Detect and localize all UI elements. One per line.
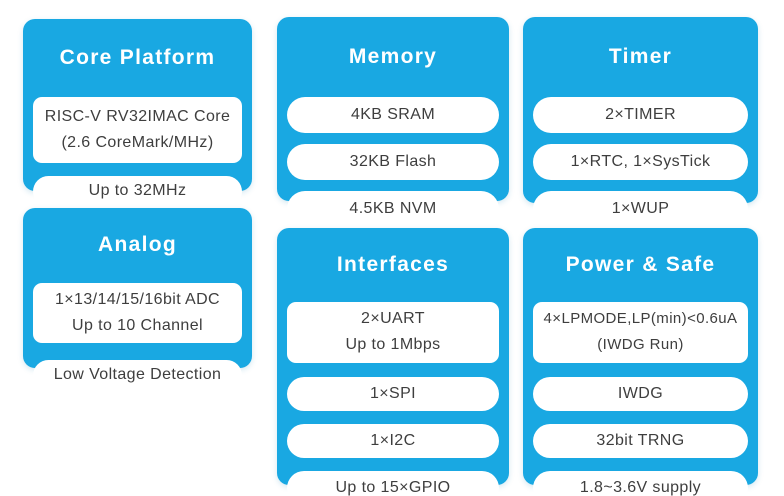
core-spec-line1: RISC-V RV32IMAC Core <box>44 107 231 125</box>
supply-label: 1.8~3.6V supply <box>579 478 702 496</box>
gpio-pill: Up to 15×GPIO <box>287 470 499 496</box>
block-power-safe: Power & Safe 4×LPMODE,LP(min)<0.6uA (IWD… <box>523 228 758 496</box>
nvm-label: 4.5KB NVM <box>349 199 437 217</box>
block-analog: Analog 1×13/14/15/16bit ADC Up to 10 Cha… <box>23 208 252 391</box>
power-safe-title: Power & Safe <box>565 252 716 276</box>
block-interfaces: Interfaces 2×UART Up to 1Mbps 1×SPI 1×I2… <box>277 228 509 496</box>
core-spec-box: RISC-V RV32IMAC Core (2.6 CoreMark/MHz) <box>33 96 242 163</box>
lvd-label: Low Voltage Detection <box>53 366 222 384</box>
spi-label: 1×SPI <box>369 384 417 402</box>
i2c-label: 1×I2C <box>370 431 416 449</box>
wup-pill: 1×WUP <box>533 190 748 227</box>
iwdg-pill: IWDG <box>533 376 748 411</box>
iwdg-label: IWDG <box>617 384 664 402</box>
trng-pill: 32bit TRNG <box>533 423 748 458</box>
gpio-label: Up to 15×GPIO <box>335 478 451 496</box>
i2c-pill: 1×I2C <box>287 423 499 458</box>
uart-box: 2×UART Up to 1Mbps <box>287 301 499 363</box>
adc-spec-line1: 1×13/14/15/16bit ADC <box>54 290 220 308</box>
max-frequency-label: Up to 32MHz <box>88 182 187 200</box>
block-memory: Memory 4KB SRAM 32KB Flash 4.5KB NVM <box>277 17 509 227</box>
supply-pill: 1.8~3.6V supply <box>533 470 748 496</box>
uart-line1: 2×UART <box>361 310 425 328</box>
block-timer: Timer 2×TIMER 1×RTC, 1×SysTick 1×WUP <box>523 17 758 227</box>
timer-title: Timer <box>608 44 673 68</box>
adc-spec-box: 1×13/14/15/16bit ADC Up to 10 Channel <box>33 282 242 343</box>
lpmode-box: 4×LPMODE,LP(min)<0.6uA (IWDG Run) <box>533 301 748 363</box>
block-core-platform: Core Platform RISC-V RV32IMAC Core (2.6 … <box>23 19 252 207</box>
rtc-systick-label: 1×RTC, 1×SysTick <box>570 152 711 170</box>
flash-label: 32KB Flash <box>349 152 437 170</box>
adc-spec-line2: Up to 10 Channel <box>72 316 203 334</box>
lpmode-line1: 4×LPMODE,LP(min)<0.6uA <box>543 310 738 328</box>
flash-pill: 32KB Flash <box>287 143 499 180</box>
sram-pill: 4KB SRAM <box>287 96 499 133</box>
timer-count-pill: 2×TIMER <box>533 96 748 133</box>
core-platform-title: Core Platform <box>59 45 216 69</box>
interfaces-title: Interfaces <box>336 252 450 276</box>
analog-title: Analog <box>98 233 177 257</box>
core-spec-line2: (2.6 CoreMark/MHz) <box>61 133 214 151</box>
memory-title: Memory <box>348 44 438 68</box>
spi-pill: 1×SPI <box>287 376 499 411</box>
lpmode-line2: (IWDG Run) <box>597 336 684 354</box>
timer-count-label: 2×TIMER <box>605 105 676 123</box>
rtc-systick-pill: 1×RTC, 1×SysTick <box>533 143 748 180</box>
sram-label: 4KB SRAM <box>350 105 436 123</box>
nvm-pill: 4.5KB NVM <box>287 190 499 227</box>
wup-label: 1×WUP <box>611 199 670 217</box>
lvd-pill: Low Voltage Detection <box>33 359 242 391</box>
max-frequency-pill: Up to 32MHz <box>33 175 242 207</box>
trng-label: 32bit TRNG <box>596 431 685 449</box>
uart-line2: Up to 1Mbps <box>345 336 441 354</box>
